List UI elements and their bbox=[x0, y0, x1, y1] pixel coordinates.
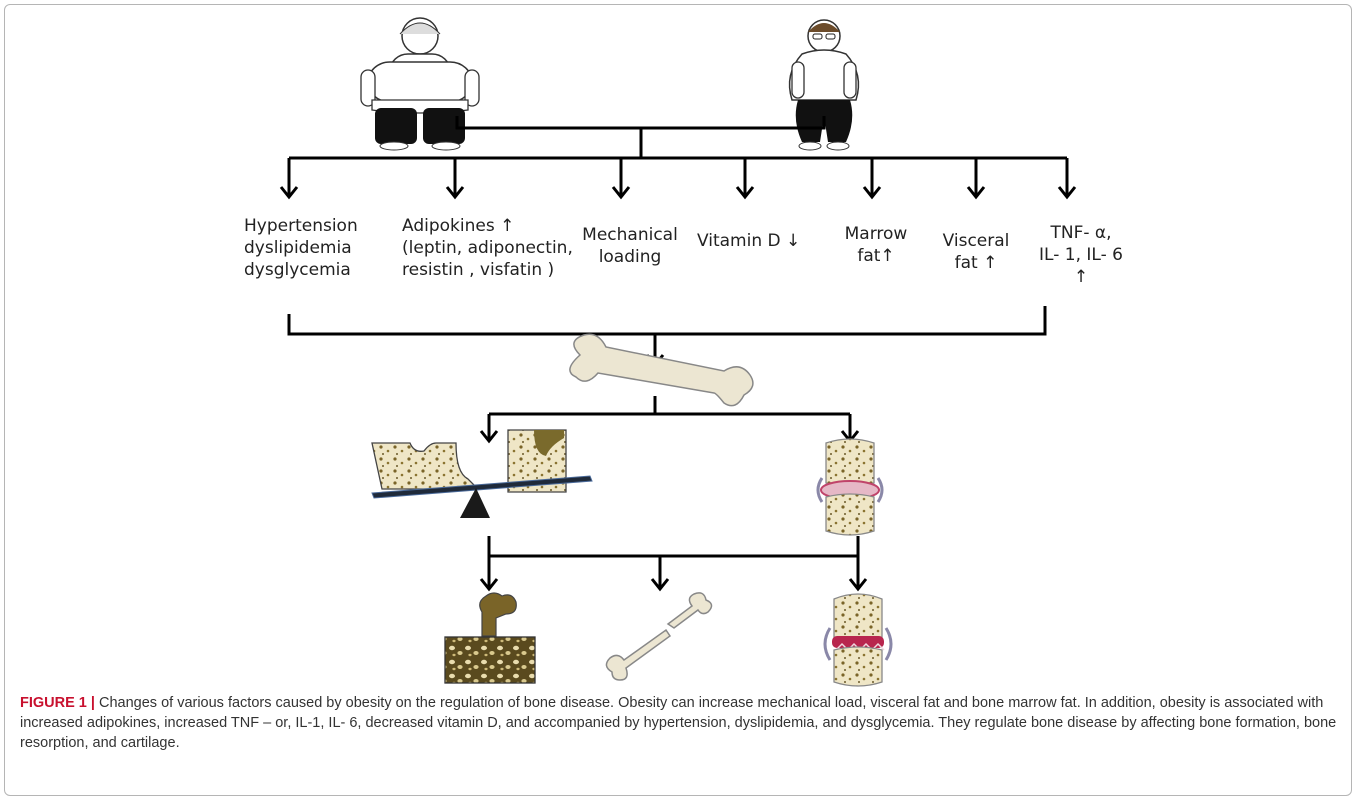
factor-marrow-fat-line1: Marrow bbox=[844, 224, 908, 244]
factor-adipokines-line2: (leptin, adiponectin, bbox=[402, 238, 573, 258]
caption-label: FIGURE 1 | bbox=[20, 695, 95, 711]
outcome-connector bbox=[479, 536, 868, 592]
factor-cytokines-line2: IL- 1, IL- 6 bbox=[1039, 245, 1123, 265]
factor-hypertension-line1: Hypertension bbox=[244, 216, 358, 236]
factor-vitamin-d: Vitamin D ↓ bbox=[697, 230, 800, 252]
factor-mechanical-loading: Mechanical loading bbox=[575, 224, 685, 268]
factor-visceral-fat: Visceral fat ↑ bbox=[932, 230, 1020, 274]
fractured-bone-icon bbox=[605, 592, 713, 681]
femur-bone-icon bbox=[569, 333, 754, 407]
factor-arrows bbox=[279, 158, 1077, 200]
factor-mechanical-line1: Mechanical bbox=[582, 225, 678, 245]
factor-marrow-fat-line2: fat↑ bbox=[857, 246, 895, 266]
caption-text: Changes of various factors caused by obe… bbox=[20, 695, 1337, 751]
factor-adipokines-line1: Adipokines ↑ bbox=[402, 216, 515, 236]
top-connector bbox=[289, 116, 1067, 160]
factor-visceral-fat-line1: Visceral bbox=[942, 231, 1010, 251]
factor-hypertension-line3: dysglycemia bbox=[244, 260, 351, 280]
factor-hypertension: Hypertension dyslipidemia dysglycemia bbox=[244, 215, 358, 281]
bone-connector bbox=[287, 306, 1047, 368]
flow-diagram bbox=[279, 17, 1077, 687]
osteoporosis-bone-icon bbox=[444, 592, 536, 684]
osteoarthritis-joint-icon bbox=[823, 593, 893, 687]
split-connector bbox=[479, 396, 860, 444]
factor-visceral-fat-line2: fat ↑ bbox=[954, 253, 998, 273]
factor-adipokines: Adipokines ↑ (leptin, adiponectin, resis… bbox=[402, 215, 573, 281]
bone-balance-seesaw-icon bbox=[371, 429, 593, 518]
obese-person-left-icon bbox=[360, 17, 480, 151]
factor-vitamin-d-text: Vitamin D ↓ bbox=[697, 231, 801, 251]
factor-cytokines-line1: TNF- α, bbox=[1050, 223, 1112, 243]
figure-caption: FIGURE 1 | Changes of various factors ca… bbox=[20, 693, 1338, 753]
factor-cytokines-line3: ↑ bbox=[1073, 267, 1089, 287]
obese-person-right-icon bbox=[788, 19, 860, 151]
factor-mechanical-line2: loading bbox=[598, 247, 662, 267]
factor-hypertension-line2: dyslipidemia bbox=[244, 238, 352, 258]
factor-adipokines-line3: resistin , visfatin ) bbox=[402, 260, 555, 280]
factor-marrow-fat: Marrow fat↑ bbox=[836, 223, 916, 267]
factor-cytokines: TNF- α, IL- 1, IL- 6 ↑ bbox=[1022, 222, 1140, 288]
knee-joint-icon bbox=[816, 438, 884, 536]
figure-frame bbox=[4, 4, 1352, 796]
